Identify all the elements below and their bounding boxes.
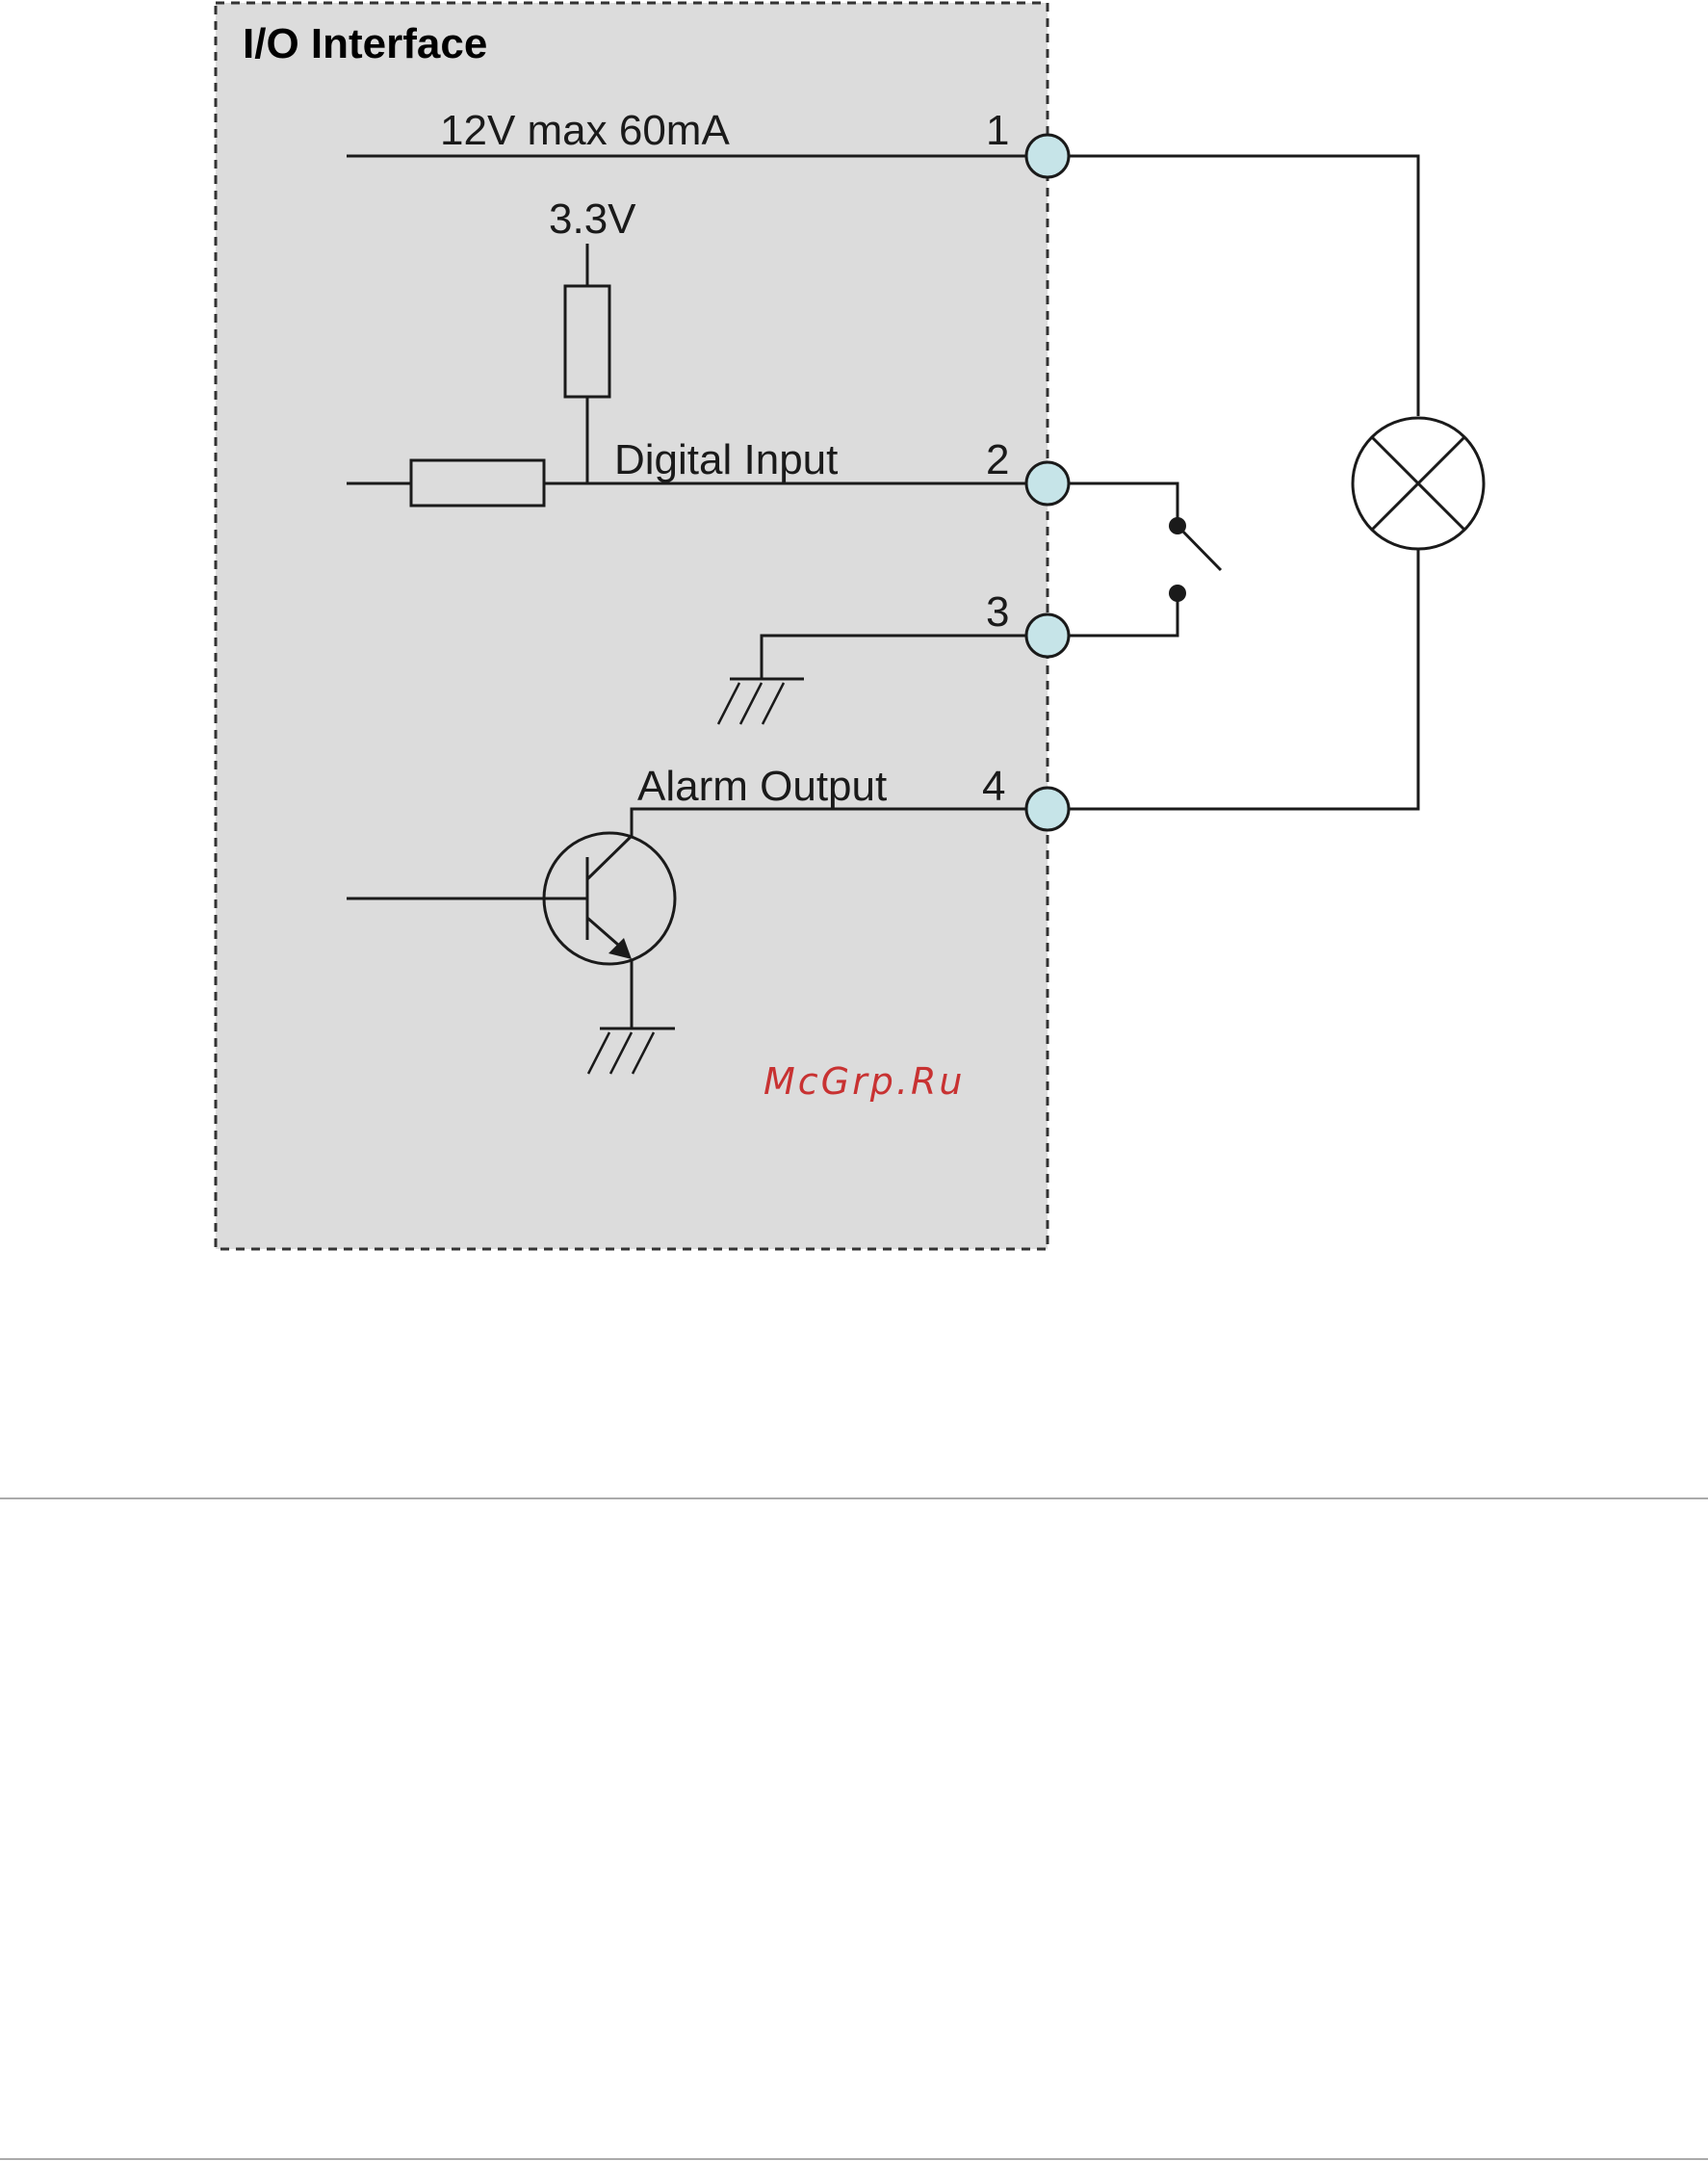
alarm-output-label: Alarm Output xyxy=(637,763,887,810)
pin-2-label: 2 xyxy=(986,436,1009,483)
switch-blade xyxy=(1177,526,1221,570)
supply-label: 3.3V xyxy=(549,195,636,243)
pin-4-terminal xyxy=(1026,788,1069,830)
power-label: 12V max 60mA xyxy=(440,107,730,154)
external-power-wire xyxy=(1048,156,1418,416)
pin-3-label: 3 xyxy=(986,588,1009,636)
pin-3-terminal xyxy=(1026,614,1069,657)
pin-2-terminal xyxy=(1026,462,1069,505)
pin-1-label: 1 xyxy=(986,107,1009,154)
watermark: McGrp.Ru xyxy=(763,1060,965,1103)
pin-4-label: 4 xyxy=(982,763,1005,810)
digital-input-label: Digital Input xyxy=(614,436,838,483)
pin-1-terminal xyxy=(1026,135,1069,177)
external-alarm-wire xyxy=(1048,549,1418,809)
diagram-title: I/O Interface xyxy=(243,20,487,67)
